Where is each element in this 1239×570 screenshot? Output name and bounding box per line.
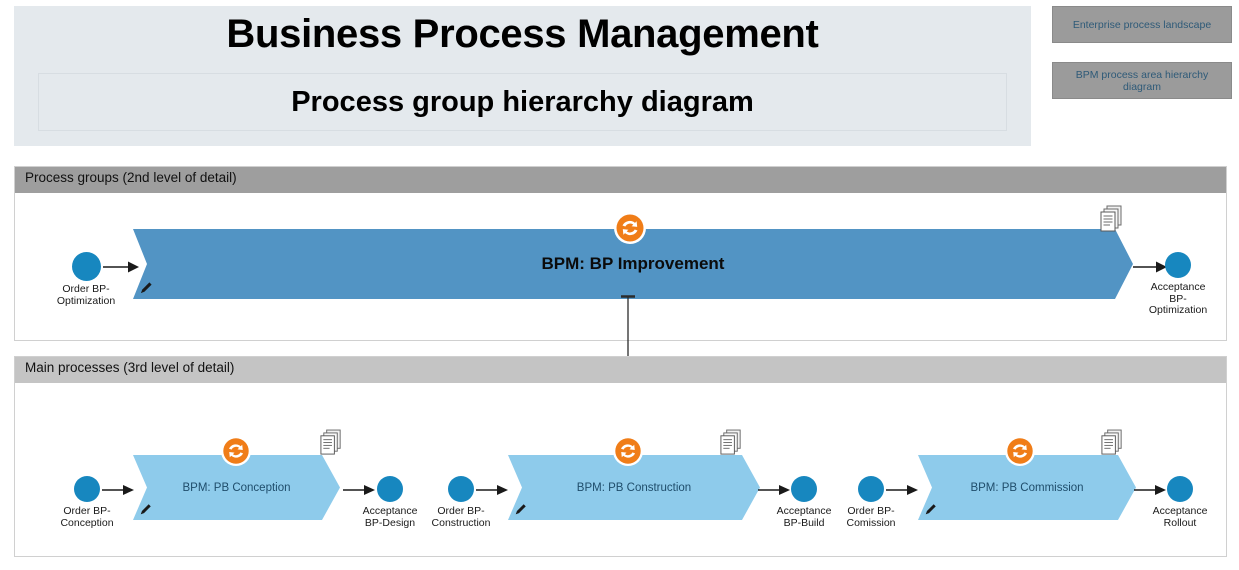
bpm-process-area-hierarchy-diagram-button[interactable]: BPM process area hierarchy diagram xyxy=(1052,62,1232,99)
output-node-circle-acceptance-bp-build[interactable] xyxy=(791,476,817,502)
input-node-circle-bp-construction[interactable] xyxy=(448,476,474,502)
edit-pencil-icon[interactable] xyxy=(138,502,153,517)
page-title: Business Process Management xyxy=(226,12,819,56)
documents-icon[interactable] xyxy=(719,429,744,458)
connector-input-main xyxy=(103,261,139,273)
edit-pencil-icon[interactable] xyxy=(923,502,938,517)
section-process-groups-header: Process groups (2nd level of detail) xyxy=(15,167,1226,193)
edit-pencil-icon[interactable] xyxy=(513,502,528,517)
recycle-icon[interactable] xyxy=(612,435,644,467)
output-node-label-acceptance-rollout: Acceptance Rollout xyxy=(1152,505,1208,529)
edit-pencil-icon[interactable] xyxy=(138,280,154,296)
main-process-chevron-pb-construction[interactable] xyxy=(508,455,760,520)
input-node-label-bp-comission: Order BP- Comission xyxy=(846,505,896,529)
documents-icon[interactable] xyxy=(1100,429,1125,458)
recycle-icon[interactable] xyxy=(613,211,647,245)
connector-conception-output xyxy=(343,485,375,495)
connector-input-comission xyxy=(886,485,918,495)
output-node-label-acceptance-bp-design: Acceptance BP-Design xyxy=(362,505,418,529)
main-process-chevron-pb-conception[interactable] xyxy=(133,455,340,520)
input-node-label-bp-optimization: Order BP- Optimization xyxy=(56,283,116,307)
enterprise-process-landscape-button[interactable]: Enterprise process landscape xyxy=(1052,6,1232,43)
title-panel: Business Process Management Process grou… xyxy=(14,6,1031,146)
connector-input-construction xyxy=(476,485,508,495)
subtitle-box: Process group hierarchy diagram xyxy=(38,73,1007,131)
input-node-label-bp-construction: Order BP- Construction xyxy=(431,505,491,529)
page-subtitle: Process group hierarchy diagram xyxy=(291,85,754,118)
connector-input-conception xyxy=(102,485,134,495)
input-node-circle-bp-comission[interactable] xyxy=(858,476,884,502)
connector-main-output xyxy=(1133,261,1167,273)
output-node-label-acceptance-bp-optimization: Acceptance BP- Optimization xyxy=(1148,281,1208,316)
documents-icon[interactable] xyxy=(1099,205,1125,235)
connector-comission-output xyxy=(1134,485,1166,495)
recycle-icon[interactable] xyxy=(220,435,252,467)
main-process-chevron-pb-commission[interactable] xyxy=(918,455,1136,520)
input-node-circle-bp-conception[interactable] xyxy=(74,476,100,502)
connector-construction-output xyxy=(758,485,790,495)
output-node-circle-acceptance-bp-design[interactable] xyxy=(377,476,403,502)
input-node-label-bp-conception: Order BP- Conception xyxy=(60,505,114,529)
documents-icon[interactable] xyxy=(319,429,344,458)
input-node-circle-bp-optimization[interactable] xyxy=(72,252,101,281)
output-node-label-acceptance-bp-build: Acceptance BP-Build xyxy=(776,505,832,529)
section-main-processes: Main processes (3rd level of detail) xyxy=(14,356,1227,557)
output-node-circle-acceptance-bp-optimization[interactable] xyxy=(1165,252,1191,278)
process-group-chevron-bp-improvement[interactable] xyxy=(133,229,1133,299)
section-main-processes-header: Main processes (3rd level of detail) xyxy=(15,357,1226,383)
recycle-icon[interactable] xyxy=(1004,435,1036,467)
output-node-circle-acceptance-rollout[interactable] xyxy=(1167,476,1193,502)
